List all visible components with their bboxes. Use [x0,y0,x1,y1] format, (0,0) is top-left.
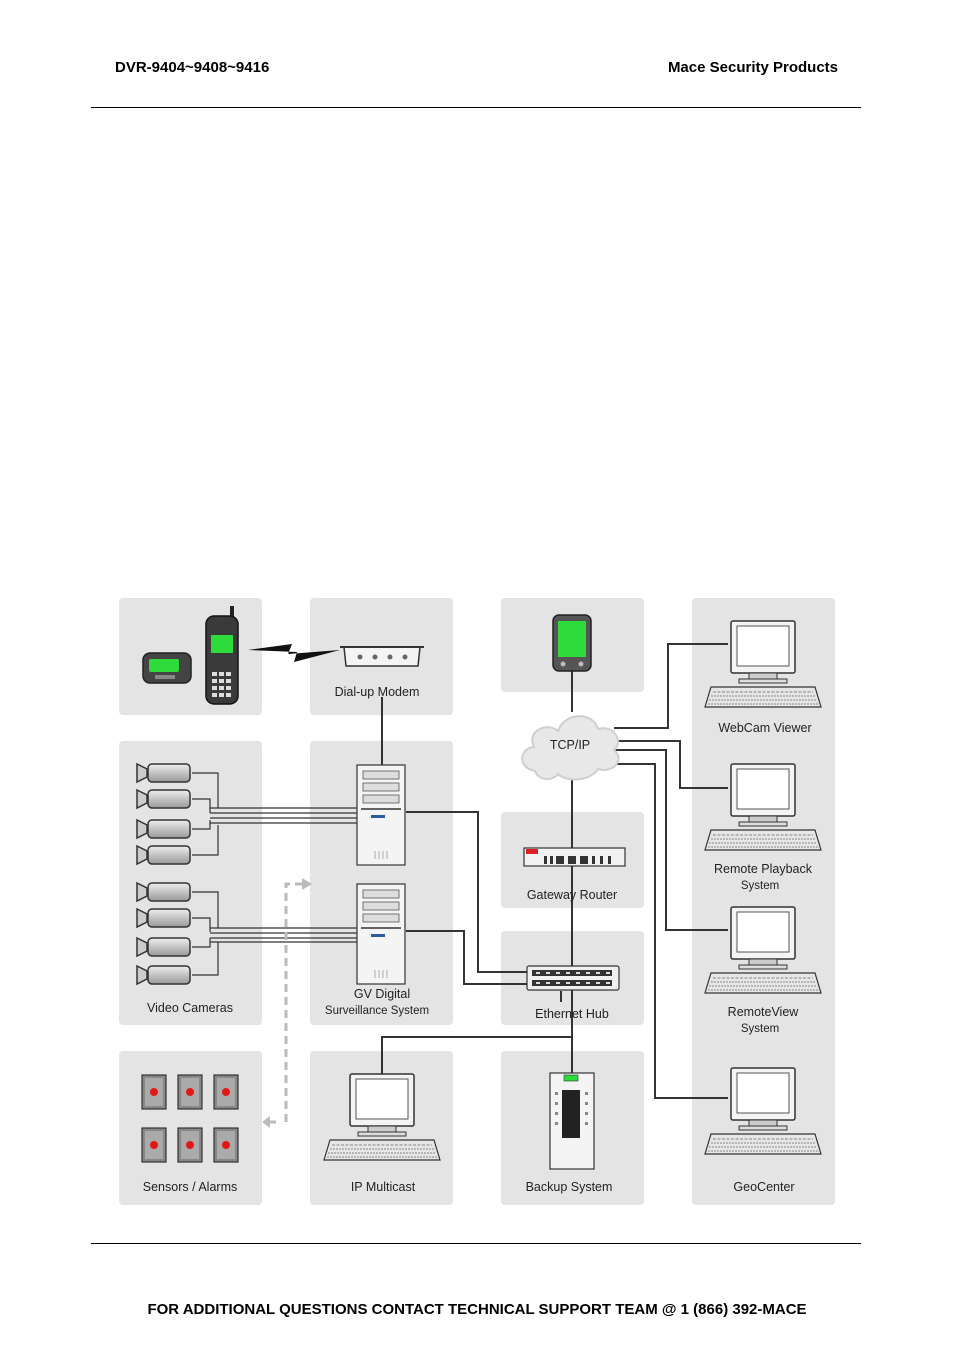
network-connections [381,643,728,1099]
alarm-link-dashed [262,878,312,1128]
mobile-phone-icon [205,606,239,705]
label-gv-digital: GV Digital [354,987,410,1001]
label-tcpip: TCP/IP [550,738,590,752]
sensor-icon [141,1127,167,1163]
backup-system-icon [549,1072,595,1170]
tcpip-cloud-icon [521,715,620,781]
label-remote-playback-system: System [741,880,779,892]
label-ip-multicast: IP Multicast [351,1180,416,1194]
label-surveillance-system: Surveillance System [325,1005,429,1017]
label-backup-system: Backup System [526,1180,613,1194]
ethernet-hub-icon [526,965,620,991]
dialup-modem-icon [340,646,424,667]
label-gateway-router: Gateway Router [527,888,617,902]
pager-icon [142,652,192,684]
sensor-icon [141,1074,167,1110]
label-remote-playback: Remote Playback [714,862,813,876]
footer-rule [91,1243,861,1244]
camera-cabling [192,772,358,976]
pda-icon [552,614,592,672]
label-ethernet-hub: Ethernet Hub [535,1007,609,1021]
label-geocenter: GeoCenter [733,1180,794,1194]
label-remoteview: RemoteView [728,1005,800,1019]
label-webcam-viewer: WebCam Viewer [718,721,811,735]
sensor-icon [213,1127,239,1163]
sensor-icon [177,1074,203,1110]
header-model: DVR-9404~9408~9416 [115,59,270,76]
gateway-router-icon [523,847,626,867]
gv-server-tower-icon [356,883,406,985]
gv-server-tower-icon [356,764,406,866]
header-brand: Mace Security Products [667,59,838,76]
sensor-icon [213,1074,239,1110]
label-remoteview-system: System [741,1023,779,1035]
header-rule [91,107,861,108]
wireless-link-icon [248,644,340,662]
label-video-cameras: Video Cameras [147,1001,233,1015]
label-dialup-modem: Dial-up Modem [335,685,420,699]
footer-support-text: FOR ADDITIONAL QUESTIONS CONTACT TECHNIC… [147,1301,807,1318]
label-sensors-alarms: Sensors / Alarms [143,1180,237,1194]
sensor-icon [177,1127,203,1163]
